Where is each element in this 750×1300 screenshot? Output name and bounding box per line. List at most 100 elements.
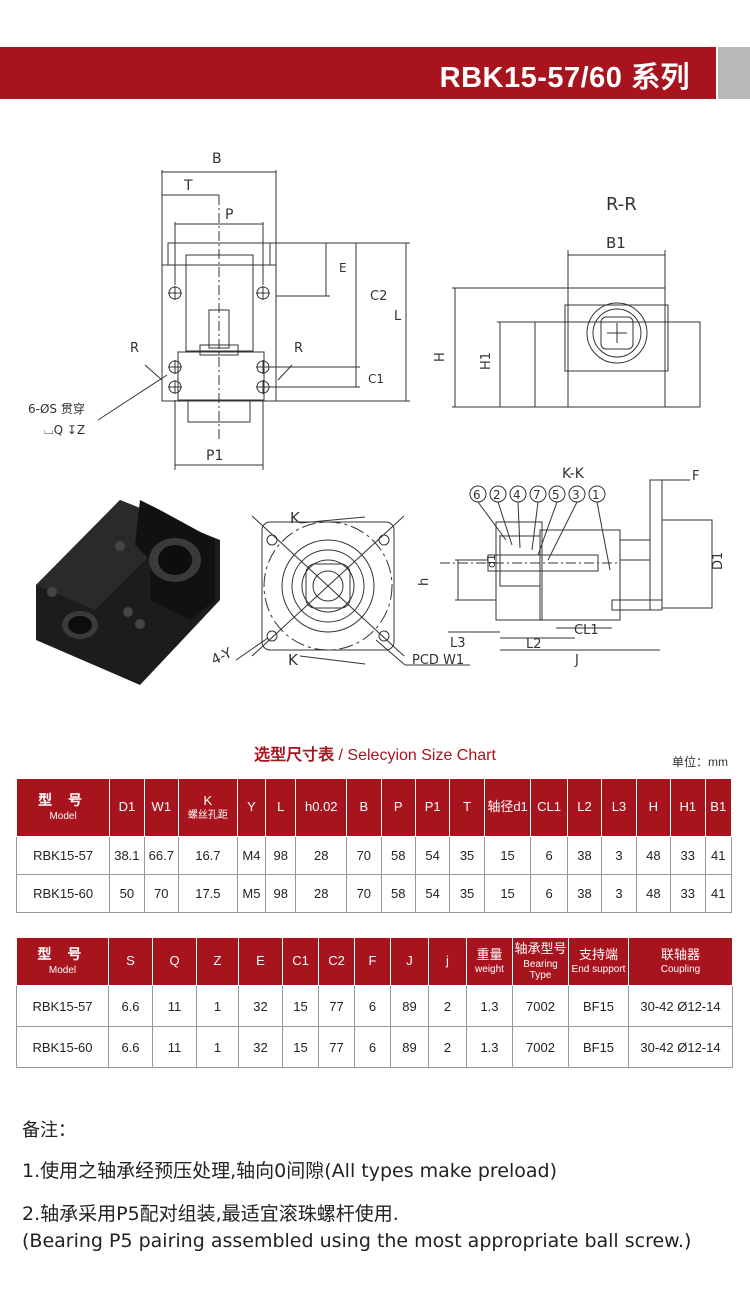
label-C2: C2 bbox=[370, 289, 387, 304]
header-label: S bbox=[126, 953, 135, 969]
value-cell: 1.3 bbox=[466, 1026, 513, 1068]
label-P: P bbox=[225, 207, 233, 223]
value-cell: 38 bbox=[566, 874, 603, 913]
value-cell: 38.1 bbox=[109, 836, 145, 875]
value-cell: 35 bbox=[449, 836, 485, 875]
header-cell: J bbox=[390, 937, 429, 986]
value-cell: 50 bbox=[109, 874, 145, 913]
header-label: 联轴器 bbox=[660, 946, 700, 962]
header-label: P1 bbox=[424, 799, 441, 815]
value-cell: 2 bbox=[428, 1026, 467, 1068]
header-cell: P bbox=[380, 778, 416, 837]
header-model-zh: 型 号 bbox=[38, 792, 89, 809]
value-cell: 6.6 bbox=[108, 1026, 153, 1068]
label-4-Y: 4-Y bbox=[209, 645, 235, 669]
value-cell: 89 bbox=[390, 985, 429, 1027]
label-PCD-W1: PCD W1 bbox=[412, 653, 464, 668]
header-cell: P1 bbox=[414, 778, 451, 837]
model-cell: RBK15-57 bbox=[15, 836, 111, 875]
label-B: B bbox=[212, 151, 222, 167]
product-render bbox=[36, 500, 220, 685]
header-cell: CL1 bbox=[530, 778, 568, 837]
callout-6: 6 bbox=[473, 488, 481, 502]
header-bar bbox=[0, 47, 716, 99]
header-cell: L2 bbox=[566, 778, 603, 837]
value-cell: 28 bbox=[295, 836, 348, 875]
header-cell: C1 bbox=[282, 937, 319, 986]
value-cell: 48 bbox=[635, 836, 672, 875]
value-cell: 1 bbox=[196, 1026, 239, 1068]
value-cell: 77 bbox=[318, 1026, 355, 1068]
value-cell: 38 bbox=[566, 836, 603, 875]
header-label: L2 bbox=[577, 799, 592, 815]
value-cell: 28 bbox=[295, 874, 348, 913]
value-cell: 11 bbox=[152, 985, 197, 1027]
label-R-right: R bbox=[294, 341, 303, 356]
value-cell: 58 bbox=[380, 874, 416, 913]
header-cell: C2 bbox=[318, 937, 355, 986]
label-L2: L2 bbox=[526, 637, 542, 652]
value-cell: 6 bbox=[530, 836, 568, 875]
header-label: 轴承型号 bbox=[514, 941, 567, 957]
value-cell: 35 bbox=[449, 874, 485, 913]
header-label: Q bbox=[169, 953, 180, 969]
header-cell: W1 bbox=[143, 778, 180, 837]
label-d1: d1 bbox=[485, 554, 498, 568]
header-sublabel: End support bbox=[571, 964, 626, 976]
callout-7: 7 bbox=[533, 488, 541, 502]
header-label: 轴径d1 bbox=[487, 799, 528, 815]
header-cell: F bbox=[354, 937, 391, 986]
header-label: W1 bbox=[151, 799, 172, 815]
header-label: H1 bbox=[679, 799, 697, 815]
header-cell: B bbox=[346, 778, 382, 837]
model-cell: RBK15-60 bbox=[15, 874, 111, 913]
value-cell: BF15 bbox=[568, 985, 629, 1027]
header-cell: H bbox=[635, 778, 672, 837]
header-label: C2 bbox=[328, 953, 345, 969]
value-cell: 66.7 bbox=[143, 836, 180, 875]
header-label: D1 bbox=[118, 799, 136, 815]
label-h: h bbox=[417, 578, 432, 586]
value-cell: 6 bbox=[354, 1026, 391, 1068]
value-cell: 15 bbox=[483, 874, 532, 913]
header-label: B1 bbox=[710, 799, 727, 815]
technical-drawing: B T P E C2 L R R C1 P1 6-ØS 贯穿 ⌴Q ↧Z R-R… bbox=[0, 120, 750, 700]
value-cell: 77 bbox=[318, 985, 355, 1027]
value-cell: 17.5 bbox=[178, 874, 238, 913]
header-cell: L3 bbox=[601, 778, 637, 837]
label-K-bottom: K bbox=[288, 651, 299, 669]
value-cell: 41 bbox=[704, 874, 732, 913]
value-cell: 6.6 bbox=[108, 985, 153, 1027]
value-cell: 54 bbox=[414, 836, 451, 875]
callout-5: 5 bbox=[552, 488, 560, 502]
label-K-K: K-K bbox=[562, 466, 585, 482]
label-H1: H1 bbox=[479, 352, 494, 370]
note-item-2: 2.轴承采用P5配对组装,最适宜滚珠螺杆使用. bbox=[22, 1203, 399, 1225]
section-kk-view: K-K 6 2 4 7 5 3 1 bbox=[417, 466, 726, 668]
header-label: F bbox=[368, 953, 377, 969]
value-cell: 41 bbox=[704, 836, 732, 875]
value-cell: 33 bbox=[670, 874, 706, 913]
value-cell: 6 bbox=[530, 874, 568, 913]
label-D1: D1 bbox=[711, 552, 726, 570]
note-item-2-en: (Bearing P5 pairing assembled using the … bbox=[22, 1230, 692, 1252]
value-cell: 70 bbox=[346, 874, 382, 913]
header-label: K bbox=[203, 792, 213, 808]
value-cell: 11 bbox=[152, 1026, 197, 1068]
label-CL1: CL1 bbox=[574, 623, 599, 638]
header-label: h0.02 bbox=[305, 799, 338, 815]
callout-circles: 6 2 4 7 5 3 1 bbox=[469, 485, 606, 503]
value-cell: M4 bbox=[236, 836, 267, 875]
